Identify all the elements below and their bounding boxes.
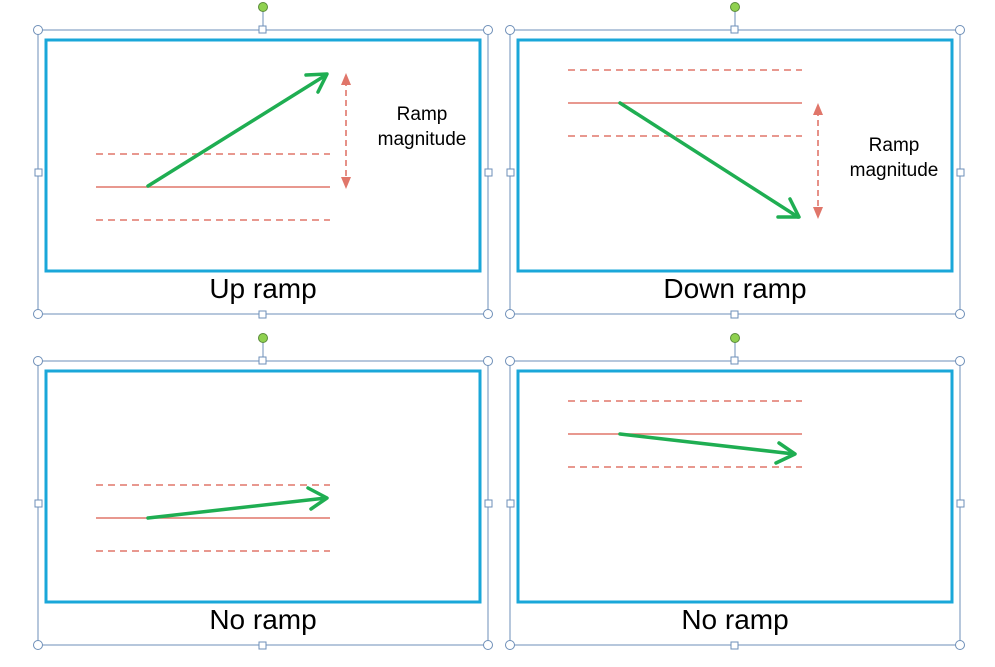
resize-handle-bottom-left[interactable] xyxy=(33,640,43,650)
magnitude-double-arrow xyxy=(341,73,351,189)
ramp-magnitude-label: Ramp magnitude xyxy=(377,104,467,150)
resize-handle-top-left[interactable] xyxy=(505,356,515,366)
rotate-handle[interactable] xyxy=(258,2,268,12)
panel-no-ramp-left-diagram xyxy=(33,333,493,650)
magnitude-double-arrow xyxy=(813,103,823,219)
resize-handle-top-left[interactable] xyxy=(33,25,43,35)
resize-handle-right[interactable] xyxy=(484,168,493,177)
resize-handle-bottom-right[interactable] xyxy=(483,640,493,650)
resize-handle-bottom[interactable] xyxy=(730,310,739,319)
resize-handle-bottom-right[interactable] xyxy=(955,309,965,319)
selection-box[interactable] xyxy=(33,333,493,650)
panel-caption: No ramp xyxy=(681,604,789,635)
resize-handle-right[interactable] xyxy=(956,168,965,177)
green-trend-arrow xyxy=(146,486,329,520)
green-ramp-arrow xyxy=(618,101,801,219)
rotate-handle[interactable] xyxy=(730,2,740,12)
panel-up-ramp[interactable]: Ramp magnitude Up ramp xyxy=(0,0,497,333)
panel-caption: No ramp xyxy=(209,604,317,635)
resize-handle-top-left[interactable] xyxy=(33,356,43,366)
resize-handle-top-right[interactable] xyxy=(955,356,965,366)
resize-handle-bottom-right[interactable] xyxy=(483,309,493,319)
resize-handle-left[interactable] xyxy=(506,168,515,177)
panel-no-ramp-left[interactable]: No ramp xyxy=(0,331,497,667)
resize-handle-right[interactable] xyxy=(484,499,493,508)
resize-handle-bottom-left[interactable] xyxy=(505,640,515,650)
rotate-handle[interactable] xyxy=(730,333,740,343)
resize-handle-top[interactable] xyxy=(730,356,739,365)
resize-handle-bottom[interactable] xyxy=(258,641,267,650)
resize-handle-right[interactable] xyxy=(956,499,965,508)
resize-handle-bottom-right[interactable] xyxy=(955,640,965,650)
blue-frame xyxy=(44,369,482,604)
green-trend-arrow xyxy=(618,432,797,465)
selection-box[interactable] xyxy=(33,2,493,319)
blue-frame xyxy=(516,38,954,273)
resize-handle-left[interactable] xyxy=(34,168,43,177)
blue-frame xyxy=(516,369,954,604)
resize-handle-bottom[interactable] xyxy=(730,641,739,650)
panel-down-ramp[interactable]: Ramp magnitude Down ramp xyxy=(472,0,995,333)
panel-no-ramp-right-diagram xyxy=(505,333,965,650)
ramp-magnitude-label: Ramp magnitude xyxy=(849,135,939,181)
resize-handle-top-left[interactable] xyxy=(505,25,515,35)
panel-caption: Down ramp xyxy=(663,273,807,304)
resize-handle-top[interactable] xyxy=(258,356,267,365)
blue-frame xyxy=(44,38,482,273)
panel-down-ramp-diagram xyxy=(505,2,965,319)
selection-box[interactable] xyxy=(505,333,965,650)
panel-no-ramp-right[interactable]: No ramp xyxy=(472,331,995,667)
resize-handle-top-right[interactable] xyxy=(483,25,493,35)
resize-handle-left[interactable] xyxy=(34,499,43,508)
panel-up-ramp-diagram xyxy=(33,2,493,319)
resize-handle-top-right[interactable] xyxy=(955,25,965,35)
resize-handle-top[interactable] xyxy=(730,25,739,34)
resize-handle-top[interactable] xyxy=(258,25,267,34)
resize-handle-left[interactable] xyxy=(506,499,515,508)
resize-handle-bottom-left[interactable] xyxy=(33,309,43,319)
panel-caption: Up ramp xyxy=(209,273,317,304)
resize-handle-bottom[interactable] xyxy=(258,310,267,319)
resize-handle-top-right[interactable] xyxy=(483,356,493,366)
rotate-handle[interactable] xyxy=(258,333,268,343)
resize-handle-bottom-left[interactable] xyxy=(505,309,515,319)
green-ramp-arrow xyxy=(146,72,329,188)
selection-box[interactable] xyxy=(505,2,965,319)
